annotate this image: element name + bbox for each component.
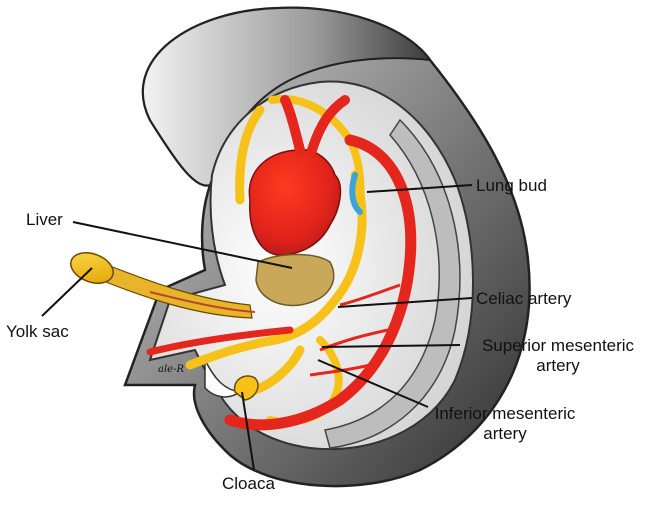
label-liver: Liver	[26, 210, 63, 230]
label-inferior-mesenteric-line2: artery	[420, 424, 590, 444]
label-celiac-artery: Celiac artery	[476, 289, 571, 309]
leader-yolk-sac	[42, 268, 92, 316]
label-yolk-sac: Yolk sac	[6, 322, 69, 342]
artist-signature: ale-R	[158, 364, 184, 375]
label-superior-mesenteric-line1: Superior mesenteric	[463, 336, 653, 356]
label-cloaca: Cloaca	[222, 474, 275, 494]
label-superior-mesenteric-artery: Superior mesenteric artery	[463, 336, 653, 375]
label-lung-bud: Lung bud	[476, 176, 547, 196]
label-superior-mesenteric-line2: artery	[463, 356, 653, 376]
label-inferior-mesenteric-artery: Inferior mesenteric artery	[420, 404, 590, 443]
label-inferior-mesenteric-line1: Inferior mesenteric	[420, 404, 590, 424]
